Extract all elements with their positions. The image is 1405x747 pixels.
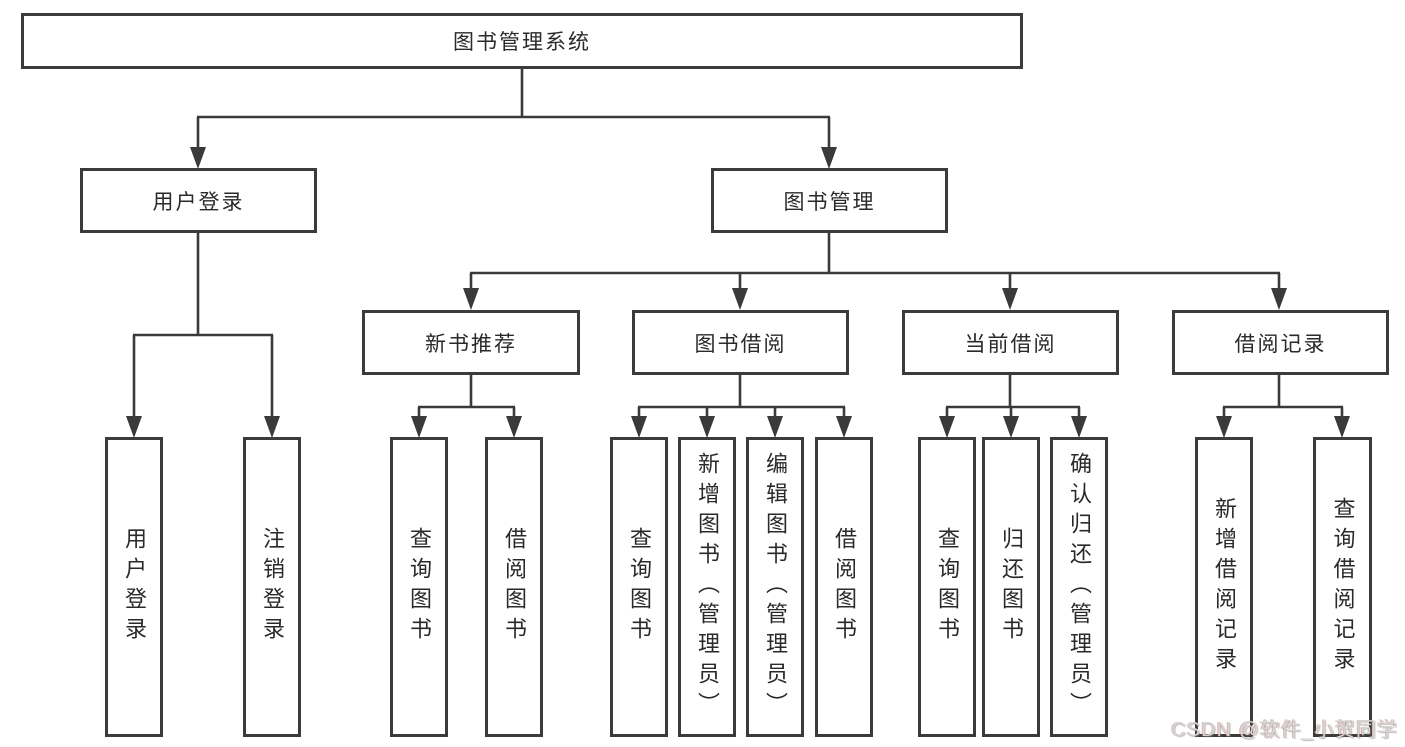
leaf-user-login-label: 用户登录 bbox=[122, 527, 147, 647]
node-root-system-label: 图书管理系统 bbox=[453, 31, 591, 54]
node-book-borrowing-label: 图书借阅 bbox=[694, 332, 787, 356]
node-current-borrowing: 当前借阅 bbox=[902, 310, 1119, 375]
leaf-borrow-books-recommend-label: 借阅图书 bbox=[502, 527, 527, 647]
leaf-return-book: 归还图书 bbox=[982, 437, 1040, 737]
node-book-borrowing: 图书借阅 bbox=[632, 310, 849, 375]
leaf-logout: 注销登录 bbox=[243, 437, 301, 737]
leaf-edit-book-admin-label: 编辑图书（管理员） bbox=[763, 452, 788, 722]
node-borrowing-records-label: 借阅记录 bbox=[1234, 332, 1327, 356]
leaf-query-books-current: 查询图书 bbox=[918, 437, 976, 737]
leaf-query-borrow-record-label: 查询借阅记录 bbox=[1330, 497, 1356, 677]
leaf-borrow-books-label: 借阅图书 bbox=[832, 527, 857, 647]
leaf-confirm-return-admin: 确认归还（管理员） bbox=[1050, 437, 1108, 737]
node-new-book-recommend: 新书推荐 bbox=[362, 310, 580, 375]
leaf-edit-book-admin: 编辑图书（管理员） bbox=[746, 437, 804, 737]
leaf-add-borrow-record-label: 新增借阅记录 bbox=[1212, 497, 1237, 677]
leaf-query-books-recommend: 查询图书 bbox=[390, 437, 448, 737]
leaf-query-books-recommend-label: 查询图书 bbox=[407, 527, 432, 647]
node-current-borrowing-label: 当前借阅 bbox=[964, 332, 1057, 356]
leaf-logout-label: 注销登录 bbox=[260, 527, 285, 647]
leaf-query-books-borrow-label: 查询图书 bbox=[627, 527, 652, 647]
node-borrowing-records: 借阅记录 bbox=[1172, 310, 1389, 375]
node-user-login: 用户登录 bbox=[80, 168, 317, 233]
leaf-add-borrow-record: 新增借阅记录 bbox=[1195, 437, 1253, 737]
node-book-management-label: 图书管理 bbox=[783, 190, 876, 214]
leaf-add-book-admin: 新增图书（管理员） bbox=[678, 437, 736, 737]
leaf-query-borrow-record: 查询借阅记录 bbox=[1313, 437, 1372, 737]
leaf-return-book-label: 归还图书 bbox=[999, 527, 1024, 647]
leaf-borrow-books-recommend: 借阅图书 bbox=[485, 437, 543, 737]
leaf-borrow-books: 借阅图书 bbox=[815, 437, 873, 737]
node-user-login-label: 用户登录 bbox=[152, 190, 245, 214]
leaf-query-books-borrow: 查询图书 bbox=[610, 437, 668, 737]
leaf-add-book-admin-label: 新增图书（管理员） bbox=[695, 452, 720, 722]
leaf-user-login: 用户登录 bbox=[105, 437, 163, 737]
node-new-book-recommend-label: 新书推荐 bbox=[425, 332, 517, 356]
leaf-query-books-current-label: 查询图书 bbox=[935, 527, 960, 647]
leaf-confirm-return-admin-label: 确认归还（管理员） bbox=[1067, 452, 1092, 722]
node-book-management: 图书管理 bbox=[711, 168, 948, 233]
node-root-system: 图书管理系统 bbox=[21, 13, 1023, 69]
